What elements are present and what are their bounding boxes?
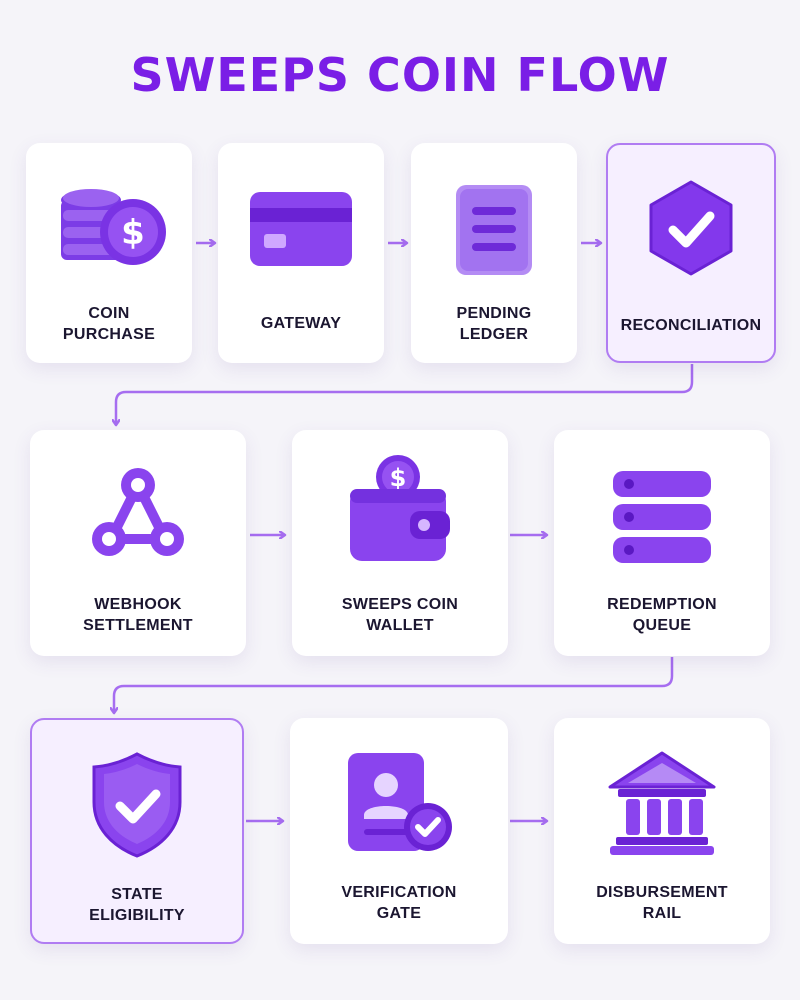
step-card-gateway: GATEWAY — [218, 143, 384, 363]
step-label: GATEWAY — [260, 315, 342, 332]
document-icon — [411, 175, 577, 285]
webhook-icon — [30, 458, 246, 568]
id-badge-check-icon — [290, 746, 508, 862]
step-card-reconciliation: RECONCILIATION — [606, 143, 776, 363]
svg-text:$: $ — [121, 213, 145, 253]
bank-icon — [554, 742, 770, 862]
wallet-dollar-icon: $ — [292, 450, 508, 570]
arrow-redemption-queue-to-state-eligibility — [114, 657, 674, 712]
server-stack-icon — [554, 464, 770, 570]
arrow-reconciliation-to-webhook-settlement — [116, 364, 694, 424]
coins-dollar-icon: $ — [26, 165, 192, 285]
credit-card-icon — [218, 179, 384, 279]
step-label: RECONCILIATION — [620, 317, 762, 334]
hexagon-check-icon — [608, 173, 774, 283]
shield-check-icon — [32, 750, 242, 860]
svg-text:$: $ — [390, 464, 407, 492]
page-title: SWEEPS COIN FLOW — [130, 48, 670, 102]
